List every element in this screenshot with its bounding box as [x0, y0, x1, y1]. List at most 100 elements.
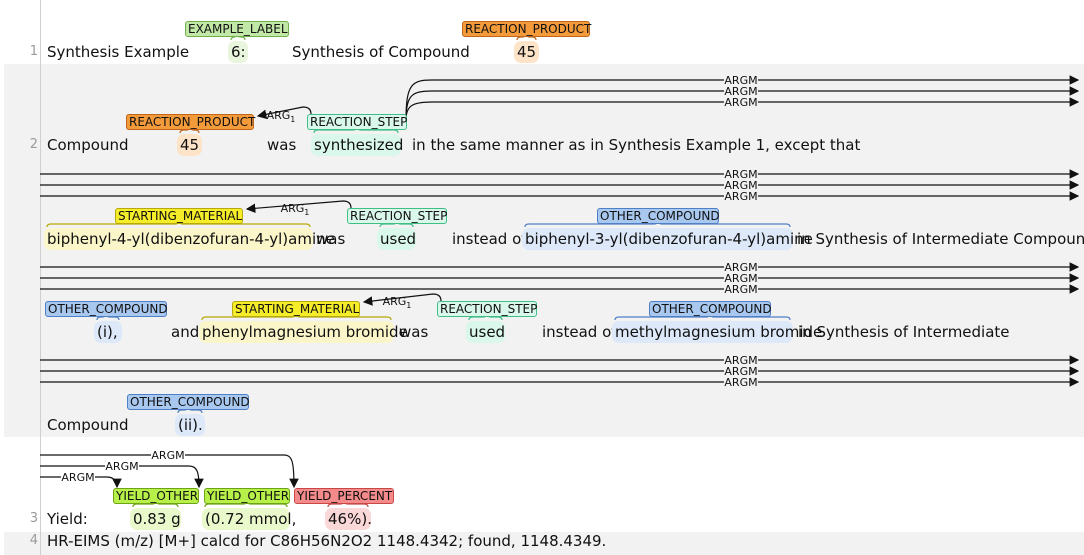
annotated-span[interactable]: used [469, 323, 506, 341]
arg1-label: ARG1 [383, 295, 412, 310]
line-number: 1 [29, 44, 38, 59]
text-token[interactable]: in Synthesis of Intermediate Compound [797, 230, 1084, 248]
annotated-span[interactable]: 0.83 g [133, 510, 181, 528]
argm-label: ARGM [724, 365, 757, 378]
text-token[interactable]: instead of [542, 323, 617, 341]
argm-label-bg [724, 272, 758, 283]
entity-label[interactable]: STARTING_MATERIAL [232, 301, 360, 317]
argm-label: ARGM [724, 354, 757, 367]
annotated-span[interactable]: biphenyl-3-yl(dibenzofuran-4-yl)amine [525, 230, 813, 248]
span-highlight [228, 41, 248, 63]
line-number: 2 [29, 137, 38, 152]
argm-label: ARGM [61, 471, 94, 484]
text-token[interactable]: Synthesis Example [47, 43, 190, 61]
text-token[interactable]: was [316, 230, 346, 248]
annotated-span[interactable]: synthesized [314, 136, 404, 154]
entity-label[interactable]: REACTION_STEP [347, 208, 447, 224]
argm-label-bg [724, 354, 758, 365]
text-token[interactable]: and [171, 323, 200, 341]
span-highlight [94, 321, 122, 343]
span-highlight [514, 41, 539, 63]
argm-label-bg [724, 283, 758, 294]
span-highlight [311, 134, 401, 156]
text-token[interactable]: in the same manner as in Synthesis Examp… [412, 136, 861, 154]
argm-label-bg [105, 460, 139, 471]
argm-label: ARGM [724, 376, 757, 389]
entity-label[interactable]: REACTION_PRODUCT [126, 114, 255, 130]
annotated-span[interactable]: (0.72 mmol, [205, 510, 297, 528]
text-token[interactable]: Compound [47, 416, 129, 434]
arg1-arc [256, 106, 312, 120]
arg1-label: ARG1 [267, 109, 296, 124]
argm-label-bg [724, 168, 758, 179]
span-highlight [177, 134, 202, 156]
annotated-span[interactable]: phenylmagnesium bromide [202, 323, 408, 341]
argm-label-bg [724, 179, 758, 190]
entity-label[interactable]: YIELD_OTHER [113, 488, 199, 504]
argm-label: ARGM [724, 85, 757, 98]
argm-label-bg [724, 190, 758, 201]
span-highlight [466, 321, 505, 343]
entity-label[interactable]: YIELD_OTHER [204, 488, 290, 504]
text-token[interactable]: was [399, 323, 429, 341]
span-highlight [202, 508, 290, 530]
argm-label: ARGM [724, 283, 757, 296]
annotated-span[interactable]: 46%). [328, 510, 372, 528]
arg1-arc [362, 293, 442, 306]
annotated-span[interactable]: biphenyl-4-yl(dibenzofuran-4-yl)amine [47, 230, 335, 248]
span-highlight [44, 228, 313, 250]
annotated-span[interactable]: (ii). [178, 416, 203, 434]
entity-label[interactable]: OTHER_COMPOUND [127, 394, 250, 410]
text-token[interactable]: Synthesis of Compound [292, 43, 470, 61]
text-token[interactable]: Yield: [47, 510, 88, 528]
entity-label[interactable]: EXAMPLE_LABEL [185, 21, 289, 37]
span-highlight [130, 508, 181, 530]
entity-label[interactable]: STARTING_MATERIAL [115, 208, 243, 224]
argm-label-bg [61, 471, 95, 482]
entity-label[interactable]: REACTION_STEP [437, 301, 537, 317]
span-highlight [199, 321, 394, 343]
line-number: 4 [29, 533, 38, 548]
argm-label: ARGM [724, 74, 757, 87]
entity-label[interactable]: OTHER_COMPOUND [649, 301, 772, 317]
span-highlight [325, 508, 371, 530]
span-highlight [175, 414, 205, 436]
argm-label: ARGM [724, 261, 757, 274]
entity-label[interactable]: REACTION_STEP [307, 114, 407, 130]
argm-label-bg [724, 96, 758, 107]
argm-label: ARGM [724, 179, 757, 192]
entity-label[interactable]: YIELD_PERCENT [294, 488, 394, 504]
argm-label: ARGM [105, 460, 138, 473]
annotated-span[interactable]: methylmagnesium bromide [615, 323, 823, 341]
argm-label: ARGM [724, 96, 757, 109]
annotated-span[interactable]: (i), [97, 323, 118, 341]
argm-label-bg [724, 261, 758, 272]
span-highlight [522, 228, 793, 250]
argm-label-bg [724, 74, 758, 85]
argm-arc [40, 454, 299, 489]
text-token[interactable]: was [267, 136, 297, 154]
argm-label-bg [724, 85, 758, 96]
argm-label-bg [724, 365, 758, 376]
annotated-span[interactable]: 6: [231, 43, 246, 61]
entity-label[interactable]: OTHER_COMPOUND [45, 301, 168, 317]
text-token[interactable]: instead of [452, 230, 527, 248]
arg1-label: ARG1 [281, 202, 310, 217]
span-highlight [612, 321, 793, 343]
text-token[interactable]: Compound [47, 136, 129, 154]
entity-label[interactable]: REACTION_PRODUCT [462, 21, 591, 37]
argm-label: ARGM [724, 190, 757, 203]
text-token[interactable]: in Synthesis of Intermediate [798, 323, 1010, 341]
text-token[interactable]: HR-EIMS (m/z) [M+] calcd for C86H56N2O2 … [47, 532, 607, 550]
span-highlight [377, 228, 416, 250]
entity-label[interactable]: OTHER_COMPOUND [597, 208, 720, 224]
annotated-span[interactable]: 45 [180, 136, 200, 154]
argm-arc [40, 476, 122, 489]
annotated-span[interactable]: used [380, 230, 417, 248]
arg1-arc [245, 200, 352, 214]
line-band [4, 532, 1084, 555]
argm-arc [40, 465, 204, 489]
annotated-span[interactable]: 45 [517, 43, 537, 61]
